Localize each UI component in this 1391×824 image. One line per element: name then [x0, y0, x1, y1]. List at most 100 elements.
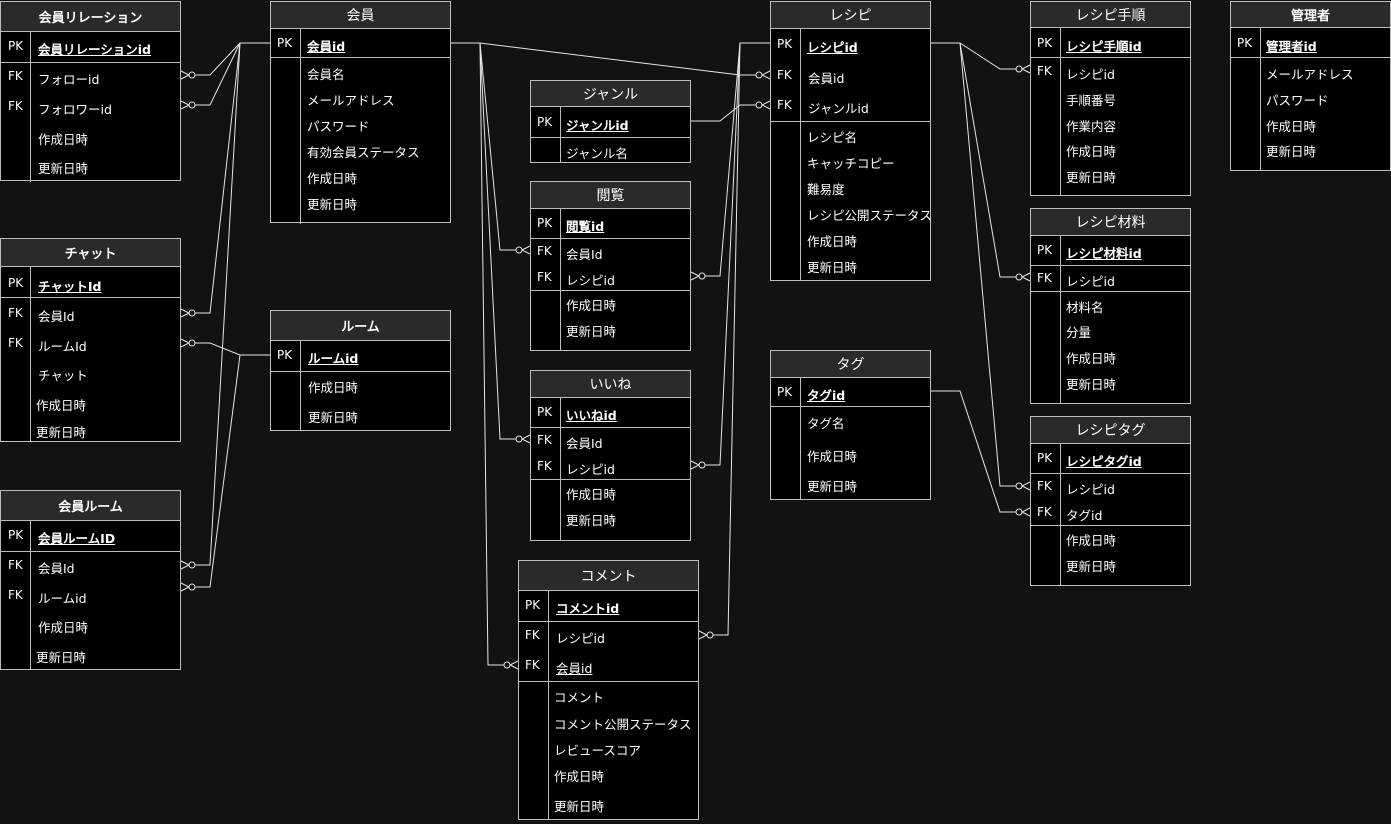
entity-like[interactable]: いいね PK いいねid FK 会員Id FK レシピid 作成日時 更新日時 — [530, 370, 691, 541]
entity-title: 会員 — [271, 2, 450, 29]
field: 更新日時 — [554, 799, 605, 814]
crows-foot-mark — [180, 338, 191, 348]
fk-field: タグid — [1066, 508, 1103, 523]
zero-optional-mark — [1015, 273, 1023, 281]
field: 作成日時 — [307, 171, 358, 186]
fk-field: フォローid — [38, 72, 100, 87]
field: 作業内容 — [1066, 119, 1117, 134]
crows-foot-mark — [180, 308, 191, 318]
entity-admin[interactable]: 管理者 PK 管理者id メールアドレス パスワード 作成日時 更新日時 — [1230, 1, 1391, 171]
relationship-line — [931, 390, 1016, 513]
entity-room[interactable]: ルーム PK ルームid 作成日時 更新日時 — [270, 310, 451, 431]
fk-marker: FK — [8, 306, 23, 320]
entity-recipe-tag[interactable]: レシピタグ PK レシピタグid FK レシピid FK タグid 作成日時 更… — [1030, 416, 1191, 586]
entity-title: レシピ材料 — [1031, 209, 1190, 236]
entity-title: 閲覧 — [531, 182, 690, 209]
entity-title: 会員リレーション — [1, 2, 180, 32]
zero-optional-mark — [1015, 482, 1023, 490]
relationship-line — [195, 42, 241, 566]
field: タグ名 — [807, 416, 845, 431]
field: 分量 — [1066, 325, 1092, 340]
field: 更新日時 — [1266, 144, 1317, 159]
field: 作成日時 — [36, 398, 87, 413]
fk-marker: FK — [537, 459, 552, 473]
pk-marker: PK — [8, 276, 24, 290]
fk-field: レシピid — [556, 631, 605, 646]
field: レシピ名 — [807, 130, 858, 145]
relationship-line — [195, 342, 270, 356]
entity-member[interactable]: 会員 PK 会員id 会員名 メールアドレス パスワード 有効会員ステータス 作… — [270, 1, 451, 224]
pk-field: いいねid — [566, 408, 617, 423]
field: 更新日時 — [1066, 377, 1117, 392]
fk-marker: FK — [537, 270, 552, 284]
field: 更新日時 — [1066, 559, 1117, 574]
crows-foot-mark — [520, 245, 531, 255]
pk-field: 会員リレーションid — [38, 42, 151, 57]
fk-field: ルームId — [38, 339, 87, 354]
relationship-line — [479, 42, 516, 251]
zero-optional-mark — [515, 246, 523, 254]
pk-marker: PK — [777, 385, 793, 399]
relationship-line — [959, 42, 1016, 487]
field: 更新日時 — [38, 161, 89, 176]
field: 有効会員ステータス — [307, 145, 420, 160]
fk-marker: FK — [537, 433, 552, 447]
zero-optional-mark — [698, 461, 706, 469]
fk-marker: FK — [1037, 64, 1052, 78]
crows-foot-mark — [180, 100, 191, 110]
entity-tag[interactable]: タグ PK タグid タグ名 作成日時 更新日時 — [770, 350, 931, 500]
pk-marker: PK — [777, 37, 793, 51]
field: ジャンル名 — [566, 146, 628, 161]
relationship-line — [691, 104, 756, 122]
entity-genre[interactable]: ジャンル PK ジャンルid ジャンル名 — [530, 80, 691, 163]
field: 作成日時 — [38, 132, 89, 147]
crows-foot-mark — [508, 660, 519, 670]
pk-field: ルームid — [308, 351, 359, 366]
field: 作成日時 — [1066, 144, 1117, 159]
fk-field: 会員Id — [38, 561, 75, 576]
pk-marker: PK — [277, 36, 293, 50]
field: 更新日時 — [807, 479, 858, 494]
fk-field: レシピid — [566, 273, 615, 288]
crows-foot-mark — [520, 434, 531, 444]
crows-foot-mark — [1020, 481, 1031, 491]
zero-optional-mark — [698, 272, 706, 280]
field: チャット — [38, 368, 88, 383]
entity-member-relation[interactable]: 会員リレーション PK 会員リレーションid FK フォローid FK フォロワ… — [0, 1, 181, 182]
fk-field: 会員Id — [38, 309, 75, 324]
relationship-line — [195, 42, 241, 106]
field: 更新日時 — [566, 324, 617, 339]
fk-field: レシピid — [566, 462, 615, 477]
field: 作成日時 — [554, 769, 605, 784]
crows-foot-mark — [180, 560, 191, 570]
pk-marker: PK — [537, 216, 553, 230]
entity-chat[interactable]: チャット PK チャットId FK 会員Id FK ルームId チャット 作成日… — [0, 238, 181, 442]
field: 作成日時 — [38, 620, 89, 635]
fk-marker: FK — [777, 68, 792, 82]
pk-field: レシピ手順id — [1066, 39, 1142, 54]
entity-title: いいね — [531, 371, 690, 398]
zero-optional-mark — [188, 339, 196, 347]
crows-foot-mark — [760, 70, 771, 80]
pk-field: チャットId — [38, 279, 102, 294]
entity-recipe[interactable]: レシピ PK レシピid FK 会員id FK ジャンルid レシピ名 キャッチ… — [770, 1, 932, 281]
pk-marker: PK — [1037, 36, 1053, 50]
crows-foot-mark — [1020, 272, 1031, 282]
entity-recipe-material[interactable]: レシピ材料 PK レシピ材料id FK レシピid 材料名 分量 作成日時 更新… — [1030, 208, 1191, 404]
pk-field: 会員id — [307, 39, 346, 54]
entity-view[interactable]: 閲覧 PK 閲覧id FK 会員Id FK レシピid 作成日時 更新日時 — [530, 181, 691, 351]
field: 手順番号 — [1066, 93, 1117, 108]
entity-recipe-step[interactable]: レシピ手順 PK レシピ手順id FK レシピid 手順番号 作業内容 作成日時… — [1030, 1, 1191, 196]
pk-field: タグid — [807, 388, 846, 403]
fk-marker: FK — [8, 336, 23, 350]
relationship-line — [195, 42, 241, 314]
relationship-line — [195, 354, 241, 588]
entity-title: レシピ手順 — [1031, 2, 1190, 28]
entity-title: レシピ — [771, 2, 930, 29]
field: 作成日時 — [1066, 351, 1117, 366]
fk-field: 会員Id — [566, 436, 603, 451]
entity-comment[interactable]: コメント PK コメントid FK レシピid FK 会員id コメント コメン… — [518, 560, 699, 820]
entity-member-room[interactable]: 会員ルーム PK 会員ルームID FK 会員Id FK ルームid 作成日時 更… — [0, 490, 181, 670]
relationship-line — [705, 42, 770, 277]
field: 作成日時 — [1266, 119, 1317, 134]
